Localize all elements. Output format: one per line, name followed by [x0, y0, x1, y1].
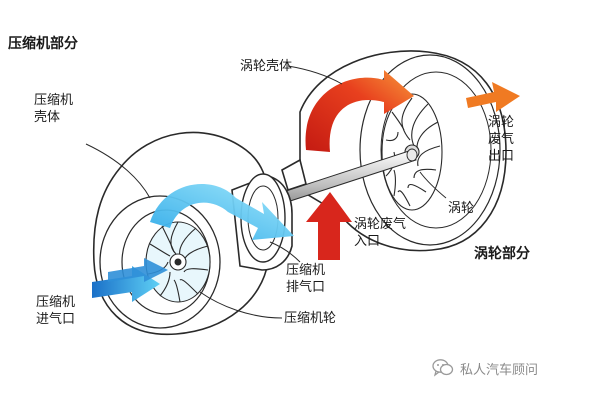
compressed-air-arrow [150, 183, 294, 240]
compressor-wheel [145, 221, 211, 303]
watermark-text: 私人汽车顾问 [460, 362, 539, 378]
compressor-inlet-label: 压缩机 进气口 [36, 295, 76, 327]
intake-arrow [92, 258, 168, 302]
exhaust-outlet-arrow [466, 82, 520, 112]
compressor-housing-label: 压缩机 壳体 [34, 93, 74, 125]
compressor-outlet-label: 压缩机 排气口 [286, 263, 326, 295]
exhaust-flow-arrow [305, 70, 414, 152]
compressor-section-label: 压缩机部分 [8, 36, 78, 52]
turbine-exhaust-outlet-label: 涡轮 废气 出口 [488, 115, 515, 164]
wechat-icon [432, 359, 454, 377]
turbine-exhaust-inlet-label: 涡轮废气 入口 [354, 217, 407, 249]
watermark: 私人汽车顾问 [432, 358, 538, 378]
turbine-section-label: 涡轮部分 [474, 246, 530, 262]
compressor-wheel-label: 压缩机轮 [284, 311, 337, 326]
turbine-wheel-label: 涡轮 [448, 201, 475, 216]
exhaust-inlet-arrow [306, 192, 352, 260]
turbine-housing-label: 涡轮壳体 [240, 59, 293, 74]
pointer-lines [85, 65, 447, 319]
